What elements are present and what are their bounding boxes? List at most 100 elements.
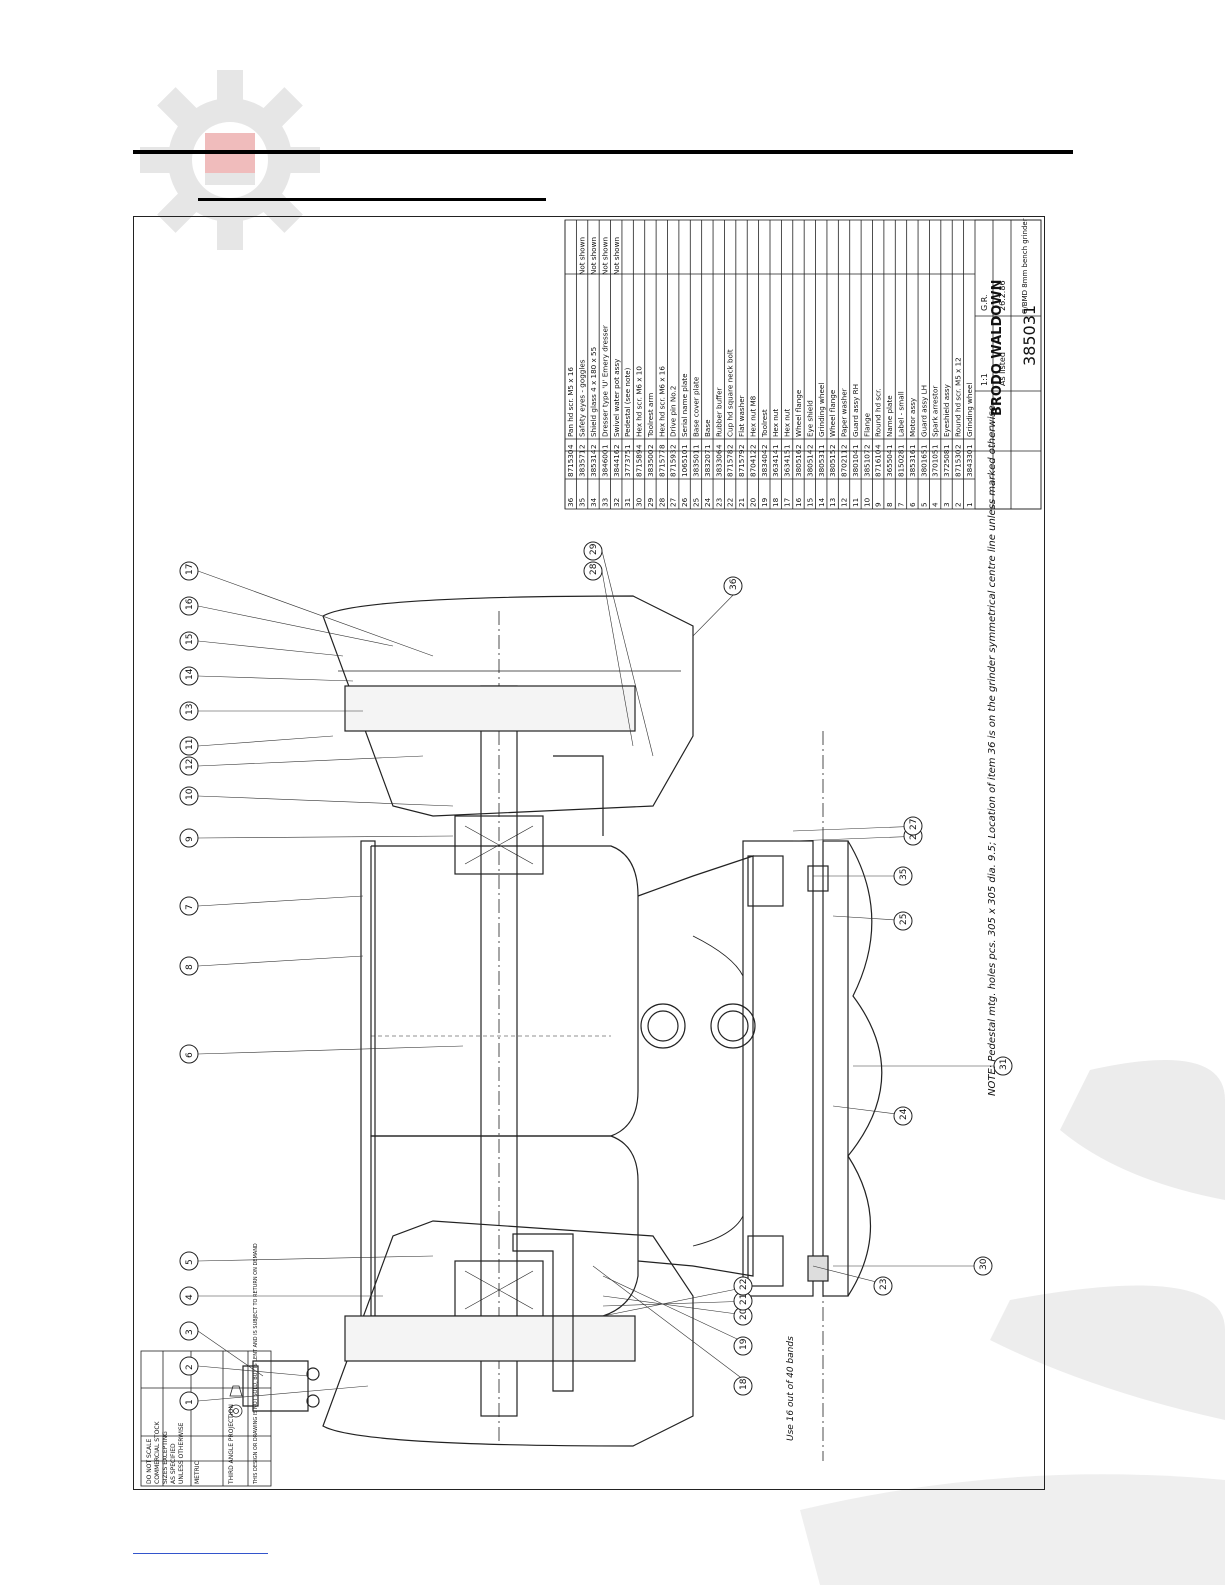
parts-list-qty: 1 [965,444,974,449]
callout-number: 17 [185,564,195,575]
parts-list-desc: Grinding wheel [817,383,826,437]
callout-number: 30 [979,1258,989,1270]
parts-list-item-no: 10 [862,497,871,507]
wheel-guard-left [322,1220,694,1447]
parts-list-qty: 1 [623,444,632,449]
parts-list-item-no: 24 [703,497,712,507]
parts-list-desc: Base [703,419,712,437]
parts-list-desc: Shield glass 4 x 180 x 55 [589,347,598,437]
parts-list-item-no: 2 [953,502,962,507]
parts-list-item-no: 36 [566,497,575,507]
parts-list-item-no: 13 [828,498,837,507]
parts-list-desc: Spark arrestor [931,386,940,437]
parts-list-remark: Not shown [612,237,621,275]
parts-list-qty: 2 [760,444,769,449]
toolrest-right [553,755,604,836]
parts-list-code: 871589 [635,449,644,477]
callout-leader [197,735,334,747]
callout-circle [733,1336,753,1356]
parts-list-code: 380514 [805,449,814,477]
callout-number: 7 [185,904,195,910]
parts-list-qty: 1 [942,444,951,449]
parts-list-desc: Wheel flange [794,389,803,437]
callout-circle [179,1251,199,1271]
parts-list-code: 815028 [896,449,905,477]
callout-leader [601,550,654,757]
parts-list-code: 363414 [771,449,780,477]
pedestal-neck [637,855,754,1277]
parts-list-code: 380531 [817,450,826,477]
callout-leader [792,835,923,842]
callout-circle [733,1276,753,1296]
parts-list-qty: 4 [714,444,723,449]
parts-list-desc: Guard assy LH [919,385,928,437]
eyeshield-screw-1 [306,1367,320,1381]
parts-list-desc: Dresser type 'U' Emery dresser [600,325,609,437]
parts-list-desc: Base cover plate [691,376,700,437]
parts-list-item-no: 32 [612,498,621,507]
callout-circle [179,1391,199,1411]
parts-list-qty: 1 [703,444,712,449]
pedestal-base [742,840,814,1297]
header-rule [133,150,1073,154]
parts-list-remark: Not shown [589,237,598,275]
parts-list-qty: 4 [566,444,575,449]
callout-leader [197,605,394,647]
parts-list-code: 871578 [726,449,735,477]
parts-list-code: 871579 [737,449,746,477]
parts-list-item-no: 5 [919,502,928,507]
parts-list-code: 871530 [566,449,575,477]
parts-list-desc: Serial name plate [680,373,689,437]
parts-list-code: 372508 [942,449,951,477]
spec-line-4: UNLESS OTHERWISE [178,1422,185,1484]
parts-list-desc: Flat washer [737,395,746,437]
callout-leader [792,825,923,832]
parts-list-qty: 1 [783,444,792,449]
callout-number: 35 [899,869,909,880]
callout-circle [893,1106,913,1126]
parts-list-desc: Cup hd square neck bolt [726,349,735,437]
side-note: Use 16 out of 40 bands [786,1336,796,1441]
parts-list-code: 380515 [828,450,837,477]
parts-list-code: 380104 [851,449,860,477]
callout-number: 5 [185,1259,195,1265]
callout-circle [733,1376,753,1396]
parts-list-qty: 2 [953,444,962,449]
parts-list-item-no: 4 [931,502,940,507]
parts-list-desc: Toolrest arm [646,393,655,438]
parts-list-qty: 2 [828,444,837,449]
callout-circle [179,666,199,686]
parts-list-code: 106510 [680,449,689,477]
parts-list-desc: Toolrest [760,409,769,438]
title-company: BRODO WALDOWN [990,280,1005,417]
callout-leader [197,795,454,807]
parts-list-item-no: 28 [657,497,666,507]
parts-list-code: 385316 [908,449,917,477]
parts-list-code: 370105 [931,450,940,477]
parts-list-code: 380516 [794,449,803,477]
spec-copyright: THIS DESIGN OR DRAWING IS NOT SOLD, BUT … [253,1243,259,1485]
callout-number: 11 [185,739,195,750]
callout-number: 19 [739,1338,749,1350]
parts-list-code: 383501 [691,450,700,477]
parts-list-qty: 2 [862,444,871,449]
callout-circle [893,866,913,886]
parts-list-desc: Hex nut [783,409,792,437]
parts-list-desc: Hex nut M8 [748,395,757,437]
callout-leader [197,1330,264,1377]
parts-list-item-no: 15 [805,498,814,507]
callout-number: 13 [185,704,195,715]
parts-list-code: 871610 [874,449,883,477]
callout-number: 23 [879,1279,889,1290]
parts-list-item-no: 1 [965,502,974,507]
callout-circle [179,756,199,776]
parts-list-code: 365504 [885,449,894,477]
parts-list-desc: Rubber buffer [714,387,723,437]
parts-list-desc: Hex hd scr. M6 x 10 [635,366,644,437]
parts-list-item-no: 34 [589,497,598,507]
spec-heading: DO NOT SCALE [146,1439,153,1484]
parts-list-desc: Paper washer [840,388,849,437]
callout-leader [592,1265,753,1387]
toolrest-left [512,1233,574,1392]
